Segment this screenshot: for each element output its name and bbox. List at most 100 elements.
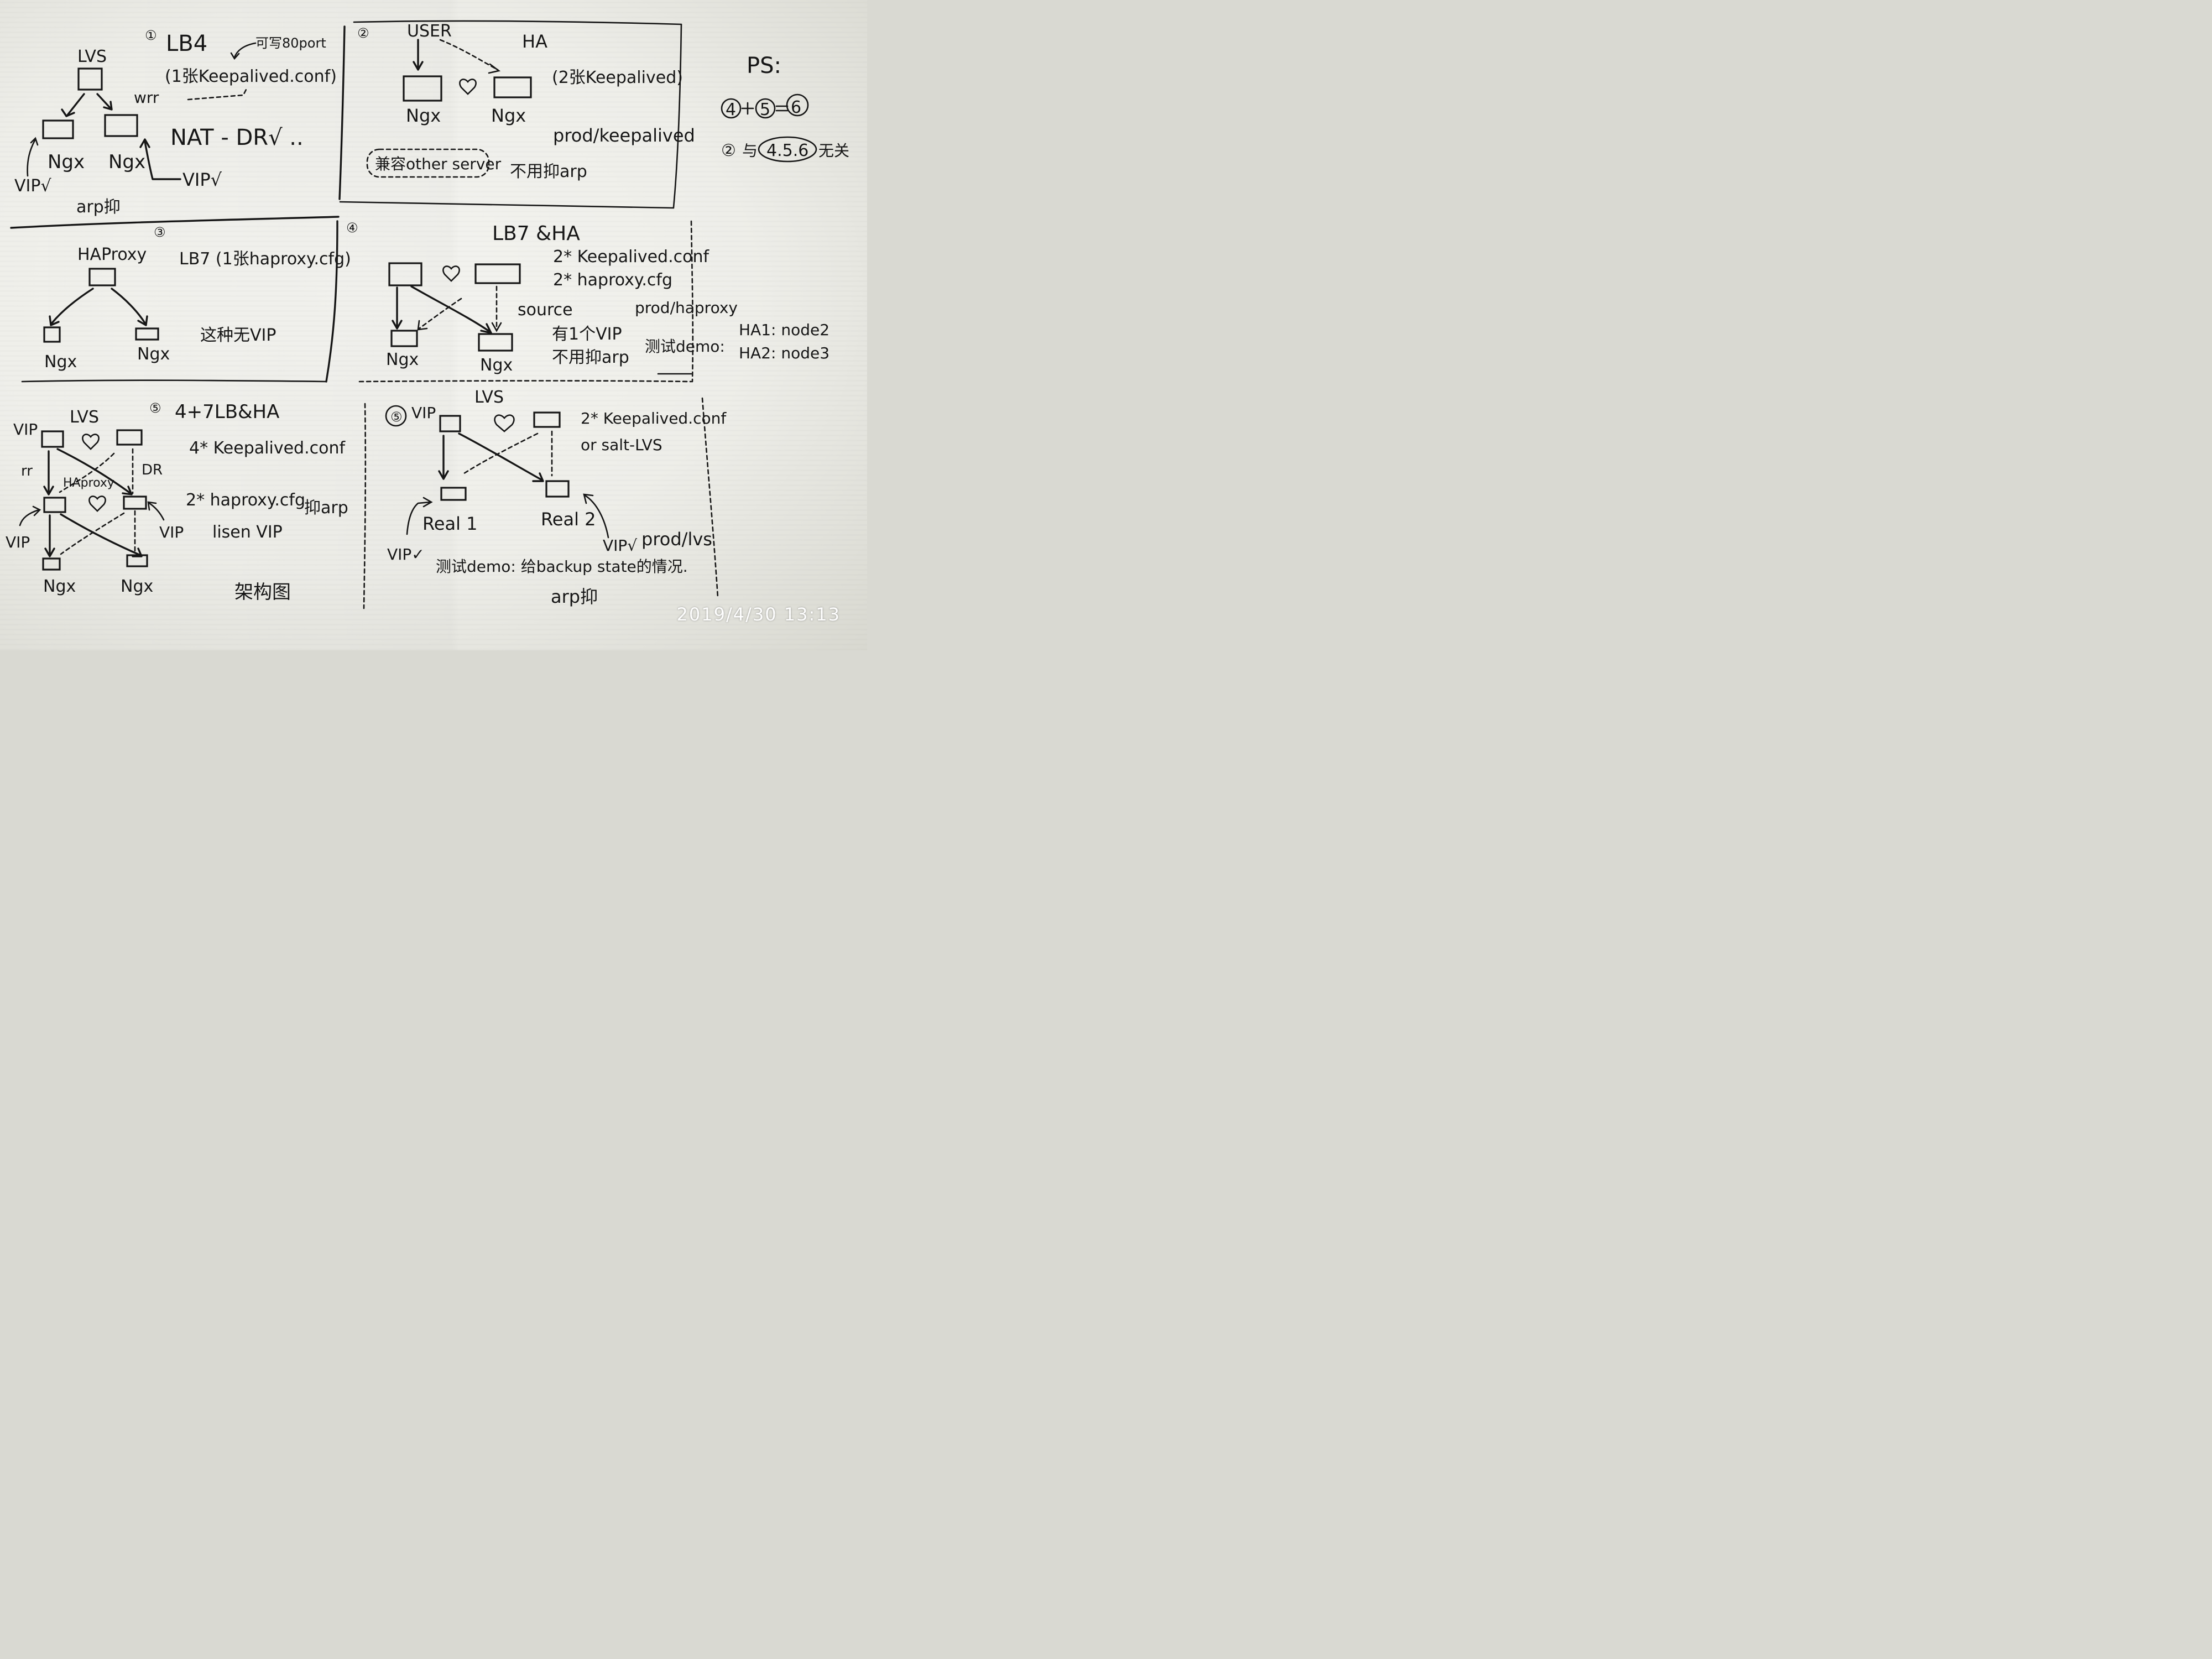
lvs-back-dash — [59, 452, 115, 493]
ha-ngx-label-right: Ngx — [491, 105, 526, 126]
ps-ellipse-456 — [758, 136, 817, 163]
port-note-arrow — [233, 42, 257, 59]
ngx-box-left — [42, 119, 74, 139]
panel-5-number: ⑤ — [149, 400, 161, 416]
haproxy-to-left-arrow — [51, 288, 94, 324]
heart-icon — [442, 265, 460, 282]
panel-6-vip-right: VIP√ — [603, 536, 637, 555]
ps-circle-6 — [786, 93, 809, 117]
ngx-label-left: Ngx — [48, 151, 85, 173]
lb7ha-haproxy-box-right — [474, 263, 521, 284]
dr-label: DR — [142, 462, 163, 478]
user-to-right-dash — [439, 39, 499, 71]
arp-label: arp抑 — [76, 197, 121, 217]
novip-label: 这种无VIP — [200, 326, 276, 345]
ps-6: 6 — [791, 98, 801, 117]
panel-lb7: ③ HAProxy LB7 (1张haproxy.cfg) Ngx Ngx 这种… — [43, 225, 351, 372]
panel-1-title: LB4 — [166, 31, 207, 56]
ngx-label-right: Ngx — [108, 151, 145, 173]
panel-4-ha1: HA1: node2 — [739, 321, 830, 339]
ngx-box-right — [104, 114, 138, 137]
panel-2-arp: 不用抑arp — [510, 162, 587, 181]
lvs-box — [77, 67, 103, 91]
panel-6-demo: 测试demo: 给backup state的情况. — [436, 557, 688, 576]
lb7ha-ngx-label-left: Ngx — [386, 350, 419, 369]
panel-6-vip-left: VIP✓ — [387, 545, 425, 564]
real1-label: Real 1 — [422, 513, 478, 534]
panel-5-haproxy: HAproxy — [63, 476, 114, 490]
panel-6-number: ⑤ — [390, 409, 403, 425]
panel-5-arp: 抑arp — [304, 498, 348, 518]
heart-icon — [88, 495, 106, 512]
ps-notes: PS: 4 5 6 ② 与 4.5.6 无关 — [721, 53, 849, 163]
panel-6-vip: VIP — [411, 404, 436, 422]
panel-5-title: 4+7LB&HA — [175, 401, 279, 423]
lb7ha-ngx-label-right: Ngx — [480, 356, 513, 375]
panel-ha: ② USER HA (2张Keepalived) Ngx Ngx prod/ke… — [357, 22, 695, 181]
lb7-ngx-box-left — [43, 326, 61, 343]
ps-2: ② — [721, 141, 736, 160]
ps-4: 4 — [726, 100, 736, 119]
panel-2-title: HA — [522, 31, 547, 52]
haproxy-to-right-arrow — [111, 288, 146, 324]
ps-circle-4 — [721, 98, 742, 119]
panel-4-config1: 2* Keepalived.conf — [553, 247, 709, 267]
vip-arrow-right — [144, 140, 181, 180]
lb7-ngx-box-right — [135, 327, 159, 341]
panel-6-arp: arp抑 — [551, 586, 598, 607]
p5-ngx-box-right — [126, 554, 148, 567]
haproxy-box-left — [43, 497, 66, 513]
lvs-box-left — [41, 430, 64, 448]
panel-1-number: ① — [145, 28, 157, 43]
lb7ha-ngx-box-left — [390, 330, 418, 347]
panel-lb7-ha: ④ LB7 &HA 2* Keepalived.conf 2* haproxy.… — [346, 220, 830, 375]
panel-lb4-lb7-ha: ⑤ 4+7LB&HA LVS VIP 4* Keepalived.conf rr… — [6, 400, 348, 603]
panel-2-number: ② — [357, 25, 369, 41]
heart-icon — [82, 434, 100, 450]
panel-5-config2: 2* haproxy.cfg — [186, 491, 305, 510]
panel-lb4: ① LB4 LVS 可写80port (1张Keepalived.conf) w… — [14, 28, 337, 217]
panel-3-config: LB7 (1张haproxy.cfg) — [179, 249, 351, 269]
panel-lvs-ha: LVS ⑤ VIP 2* Keepalived.conf or salt-LVS… — [385, 388, 727, 607]
lvs-to-right-arrow — [96, 93, 112, 109]
vip-label-right: VIP√ — [182, 169, 222, 190]
vip-arrow-left — [19, 509, 40, 526]
ps-5: 5 — [760, 100, 770, 119]
modes-label: NAT - DR√ .. — [170, 125, 304, 150]
heart-icon — [494, 414, 515, 432]
haproxy-box — [88, 268, 116, 286]
notebook-photo: ① LB4 LVS 可写80port (1张Keepalived.conf) w… — [0, 0, 867, 650]
panel-6-lvs: LVS — [474, 388, 504, 407]
compat-bubble — [366, 148, 490, 178]
photo-timestamp: 2019/4/30 13:13 — [676, 604, 841, 625]
lvs-label: LVS — [77, 47, 107, 66]
panel-4-config2: 2* haproxy.cfg — [553, 270, 672, 290]
hap-back-dash — [60, 512, 125, 555]
panel-4-ha2: HA2: node3 — [739, 344, 830, 362]
backup-back-dash — [461, 432, 539, 476]
real2-vip-arrow — [584, 494, 609, 539]
vip-arrow-left — [27, 138, 36, 177]
lvs-box-right — [116, 429, 143, 446]
panel-4-number: ④ — [346, 220, 358, 236]
panel-5-vip-right: VIP — [159, 523, 184, 541]
panel-3-number: ③ — [154, 225, 166, 240]
lb7-ngx-label-right: Ngx — [137, 345, 170, 364]
lb7ha-ngx-box-right — [478, 333, 513, 352]
p5-ngx-box-left — [42, 557, 61, 571]
rr-label: rr — [21, 463, 33, 479]
lvs-master-box — [439, 415, 461, 432]
wrr-dash — [187, 87, 248, 101]
panel-4-arp: 不用抑arp — [552, 348, 629, 367]
panel-5-listen: lisen VIP — [212, 523, 283, 542]
user-label: USER — [407, 22, 452, 41]
panel-4-path: prod/haproxy — [635, 299, 738, 317]
lb7ha-haproxy-box-left — [388, 262, 422, 286]
ps-456: 4.5.6 — [766, 141, 808, 160]
real1-vip-arrow — [406, 501, 431, 535]
panel-6-number-circle — [385, 405, 407, 427]
haproxy-box-right — [123, 495, 147, 510]
panel-2-path: prod/keepalived — [553, 125, 695, 146]
panel-5-vip-left: VIP — [6, 533, 30, 551]
lvs-to-left-arrow — [66, 93, 85, 116]
